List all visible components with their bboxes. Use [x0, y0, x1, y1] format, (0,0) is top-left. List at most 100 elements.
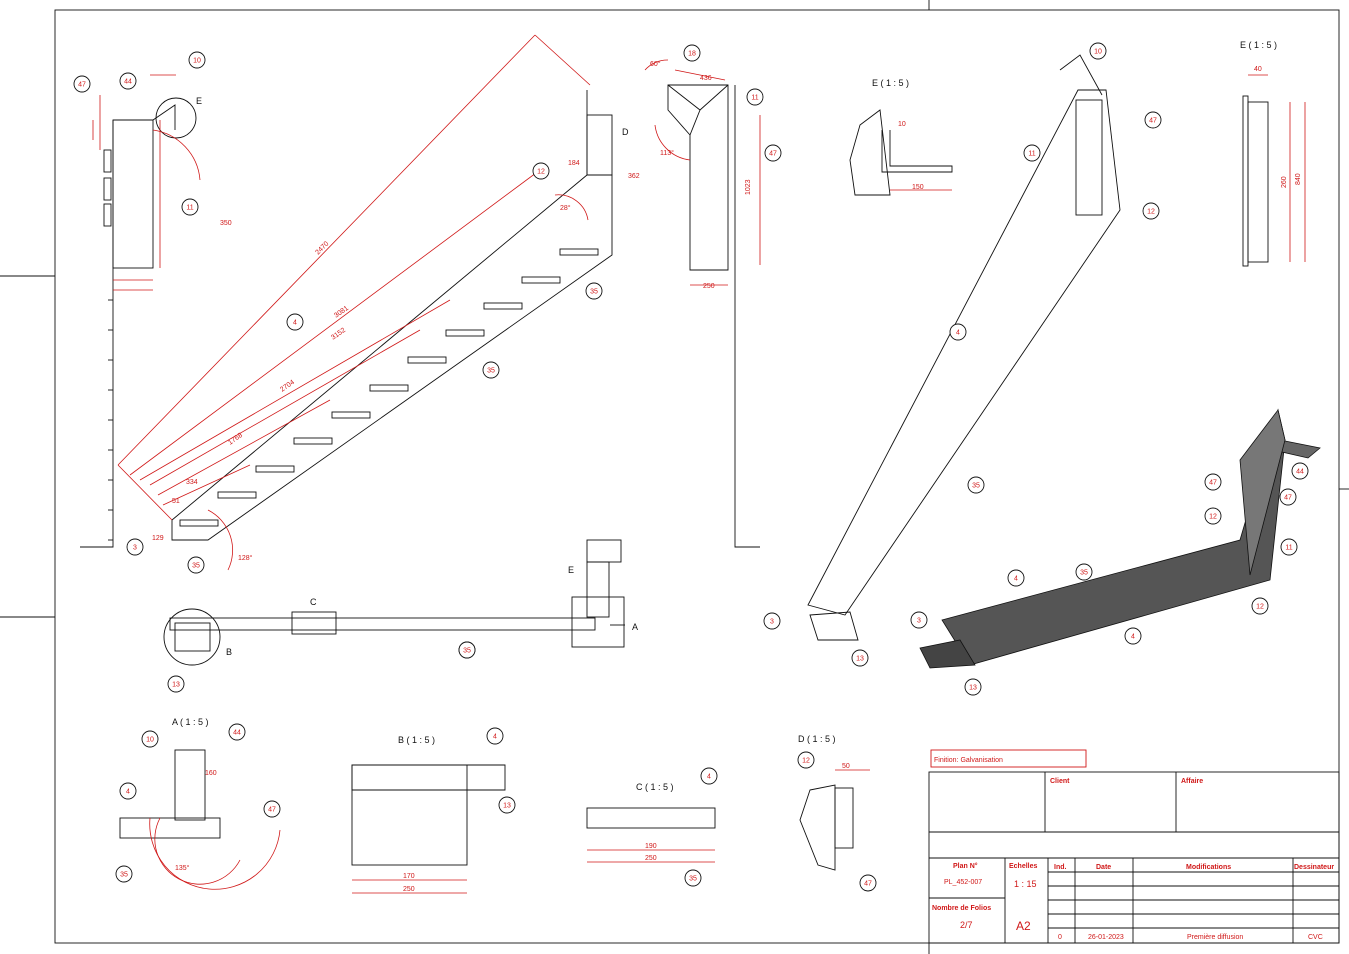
tread-10: [521, 276, 561, 284]
svg-text:12: 12: [1209, 513, 1217, 520]
svg-text:10: 10: [193, 57, 201, 64]
header-ind: Ind.: [1054, 864, 1066, 871]
callout-bubble-b11a: 11: [181, 198, 199, 216]
callout-bubble-b47f: 47: [263, 800, 281, 818]
tread-5: [331, 411, 371, 419]
callout-bubble-b13d: 13: [498, 796, 516, 814]
svg-text:12: 12: [537, 168, 545, 175]
stair-side-view: 2470 3081 3152 2704 1768 334 51 129 28° …: [117, 34, 760, 571]
callout-bubble-b35g: 35: [1075, 563, 1093, 581]
dim-1768: 1768: [227, 432, 244, 447]
callout-bubble-b4b: 4: [949, 323, 967, 341]
dim-113-deg: 113°: [660, 149, 674, 157]
dim-50-d: 50: [842, 763, 850, 770]
svg-text:11: 11: [751, 94, 758, 101]
tread-4: [293, 437, 333, 445]
dim-840: 840: [1295, 173, 1302, 185]
svg-text:44: 44: [1296, 468, 1304, 475]
detail-d-title: D ( 1 : 5 ): [798, 734, 836, 744]
plan-mark-d: D: [622, 127, 629, 137]
dim-150: 150: [912, 184, 924, 191]
callout-bubble-b3b: 3: [763, 612, 781, 630]
callout-bubble-b3a: 3: [126, 538, 144, 556]
detail-b: B ( 1 : 5 ) 170 250: [351, 735, 506, 894]
tread-3: [255, 465, 295, 473]
callout-bubble-b35f: 35: [967, 476, 985, 494]
dim-28-deg: 28°: [560, 204, 571, 212]
callout-bubble-b44a: 44: [119, 72, 137, 90]
callout-bubble-b12b: 12: [1142, 202, 1160, 220]
tread-11: [559, 248, 599, 256]
header-modifications: Modifications: [1186, 864, 1231, 871]
detail-c-title: C ( 1 : 5 ): [636, 782, 674, 792]
dim-60-deg: 60°: [650, 60, 661, 68]
callout-bubble-b47g: 47: [859, 874, 877, 892]
dim-362: 362: [628, 173, 640, 180]
svg-text:35: 35: [1080, 569, 1088, 576]
svg-text:13: 13: [969, 684, 977, 691]
callout-bubble-b35e: 35: [458, 641, 476, 659]
detail-e-top: E ( 1 : 5 ) 150 10: [849, 78, 953, 196]
side-plate-view: 436 1023 250 60° 113°: [644, 59, 761, 290]
svg-text:13: 13: [172, 681, 180, 688]
rev-modification: Première diffusion: [1187, 934, 1243, 941]
tread-7: [407, 356, 447, 364]
plan-view: B C A E D E: [163, 96, 638, 666]
callout-bubble-b3c: 3: [910, 611, 928, 629]
svg-text:13: 13: [856, 655, 864, 662]
plan-value: PL_452-007: [944, 879, 982, 886]
svg-text:3: 3: [133, 544, 137, 551]
affaire-label: Affaire: [1181, 778, 1203, 785]
detail-a: A ( 1 : 5 ) 160 135°: [119, 717, 281, 890]
rev-ind: 0: [1058, 934, 1062, 941]
callout-bubble-b11b: 11: [746, 88, 764, 106]
svg-text:35: 35: [120, 871, 128, 878]
callout-bubble-b35i: 35: [684, 869, 702, 887]
header-dessinateur: Dessinateur: [1294, 864, 1334, 871]
svg-text:47: 47: [1149, 117, 1157, 124]
folios-label: Nombre de Folios: [932, 905, 991, 912]
callout-bubble-b4f: 4: [486, 727, 504, 745]
isometric-shaded-view: [919, 408, 1321, 669]
dim-left-350: 350: [220, 220, 232, 227]
svg-text:4: 4: [956, 329, 960, 336]
svg-text:13: 13: [503, 802, 511, 809]
detail-b-title: B ( 1 : 5 ): [398, 735, 435, 745]
svg-text:4: 4: [126, 788, 130, 795]
detail-e-right-title: E ( 1 : 5 ): [1240, 40, 1277, 50]
callout-bubble-b13a: 13: [167, 675, 185, 693]
svg-text:12: 12: [1256, 603, 1264, 610]
callout-bubble-b47b: 47: [764, 144, 782, 162]
dim-250-c: 250: [645, 855, 657, 862]
detail-a-title: A ( 1 : 5 ): [172, 717, 209, 727]
callout-bubble-b13c: 13: [964, 678, 982, 696]
detail-d: D ( 1 : 5 ) 50: [798, 734, 870, 871]
callout-bubble-b11c: 11: [1023, 144, 1041, 162]
callout-bubble-b18: 18: [683, 44, 701, 62]
dim-190: 190: [645, 843, 657, 850]
svg-text:47: 47: [1284, 494, 1292, 501]
title-block: Finition: Galvanisation Client Affaire P…: [928, 749, 1340, 944]
callout-bubble-b10c: 10: [141, 730, 159, 748]
callout-bubble-b44b: 44: [1291, 462, 1309, 480]
callout-bubbles: 4744101112435353533518114735131047111243…: [73, 42, 1309, 892]
svg-text:11: 11: [1028, 150, 1035, 157]
finish-note: Finition: Galvanisation: [934, 757, 1003, 764]
svg-text:44: 44: [124, 78, 132, 85]
detail-e-right: E ( 1 : 5 ) 840 260 40: [1240, 40, 1306, 267]
isometric-line-view: [807, 54, 1121, 641]
callout-bubble-b47a: 47: [73, 75, 91, 93]
callout-bubble-b4e: 4: [119, 782, 137, 800]
svg-text:47: 47: [769, 150, 777, 157]
dim-10: 10: [898, 121, 906, 128]
rev-designer: CVC: [1308, 934, 1323, 941]
svg-text:4: 4: [1131, 633, 1135, 640]
callout-bubble-b12c: 12: [1204, 507, 1222, 525]
svg-text:3: 3: [917, 617, 921, 624]
plan-mark-a: A: [632, 622, 638, 632]
echelle-value: 1 : 15: [1014, 879, 1037, 889]
left-elevation-view: 350: [80, 74, 232, 548]
dim-3152: 3152: [330, 327, 347, 342]
callout-bubble-b47e: 47: [1279, 488, 1297, 506]
svg-text:4: 4: [1014, 575, 1018, 582]
